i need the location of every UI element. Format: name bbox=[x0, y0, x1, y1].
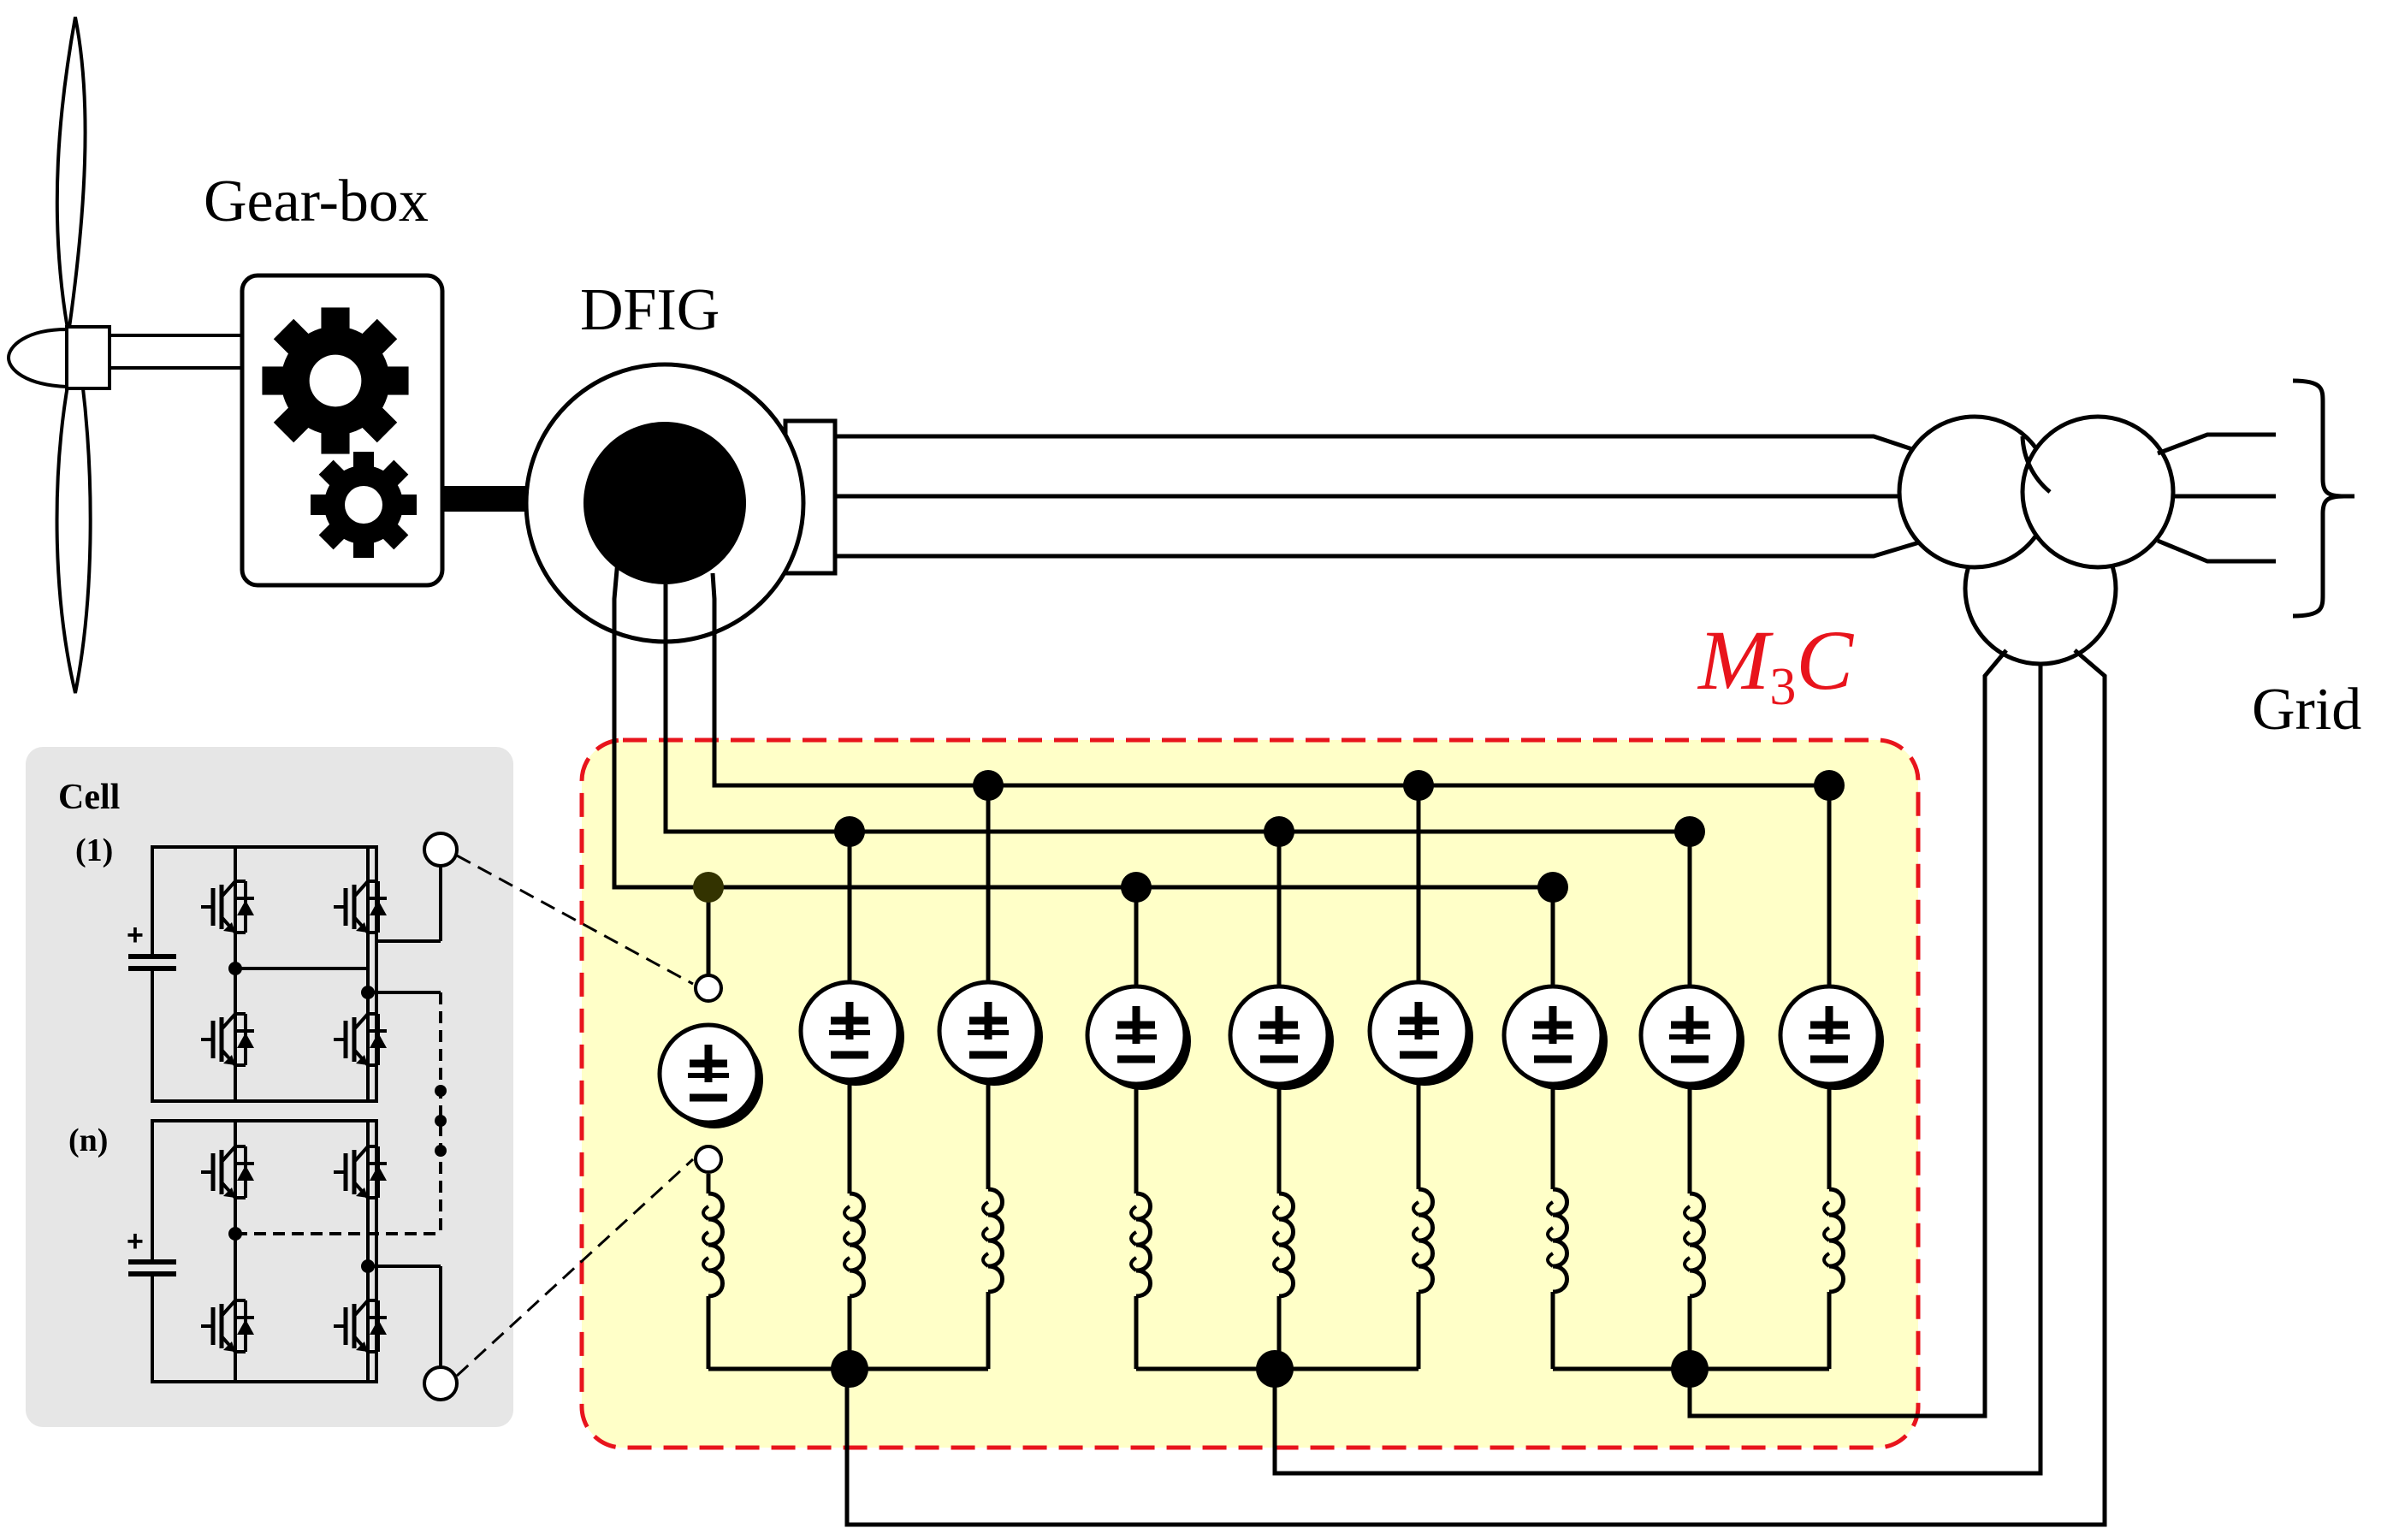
cell-terminal-bottom bbox=[423, 1365, 459, 1401]
wind-turbine-icon bbox=[6, 16, 111, 694]
bus-junctions bbox=[693, 770, 1845, 903]
grid-lines bbox=[2157, 378, 2354, 619]
cell-detail-panel bbox=[26, 747, 513, 1427]
gearbox-label: Gear-box bbox=[204, 169, 429, 234]
m3c-region bbox=[579, 737, 1921, 1450]
transformer-icon bbox=[1897, 414, 2176, 666]
cell-continuation-dots bbox=[435, 1085, 447, 1157]
cell-terminal-top bbox=[423, 832, 459, 868]
arm-terminal-bottom bbox=[694, 1145, 723, 1174]
generator-icon bbox=[524, 362, 838, 644]
star-points bbox=[831, 1350, 1709, 1388]
grid-label: Grid bbox=[2252, 677, 2361, 743]
dfig-label: DFIG bbox=[580, 277, 720, 343]
low-speed-shaft bbox=[108, 334, 244, 370]
cell-first-label: (1) bbox=[75, 832, 113, 868]
grid-output-lines bbox=[844, 649, 2107, 1527]
cell-title: Cell bbox=[58, 778, 120, 817]
stator-lines bbox=[835, 434, 1926, 559]
m3c-label: M3C bbox=[1697, 613, 1854, 716]
capacitor-plus-1: + bbox=[127, 919, 144, 951]
capacitor-plus-n: + bbox=[127, 1225, 144, 1258]
arm-terminal-top bbox=[694, 974, 723, 1003]
cell-last-label: (n) bbox=[68, 1122, 108, 1158]
